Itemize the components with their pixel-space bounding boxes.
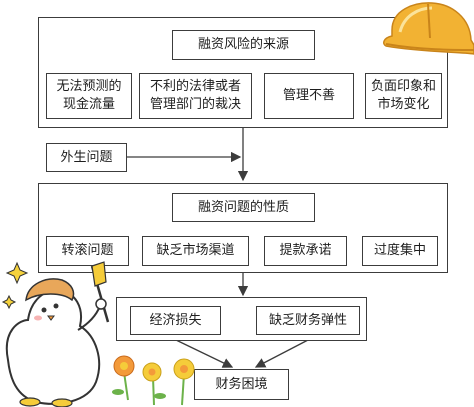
sources-title: 融资风险的来源 xyxy=(172,30,315,60)
nature-rollover: 转滚问题 xyxy=(46,236,129,266)
arrow-loss-to-distress xyxy=(175,339,234,368)
nature-concentration: 过度集中 xyxy=(362,236,438,266)
arrow-inflexibility-to-distress xyxy=(254,339,309,368)
source-negative-image: 负面印象和市场变化 xyxy=(365,73,442,119)
nature-draw-commitment: 提款承诺 xyxy=(264,236,347,266)
source-unpredictable-cashflow: 无法预测的现金流量 xyxy=(46,73,132,119)
consequence-lack-flexibility: 缺乏财务弹性 xyxy=(256,306,360,335)
financial-distress-box: 财务困境 xyxy=(194,369,289,400)
nature-market-access: 缺乏市场渠道 xyxy=(142,236,249,266)
external-problem-box: 外生问题 xyxy=(46,143,127,172)
consequence-economic-loss: 经济损失 xyxy=(130,306,221,335)
nature-title: 融资问题的性质 xyxy=(172,193,315,222)
source-adverse-rulings: 不利的法律或者管理部门的裁决 xyxy=(139,73,252,119)
source-poor-management: 管理不善 xyxy=(264,73,354,119)
